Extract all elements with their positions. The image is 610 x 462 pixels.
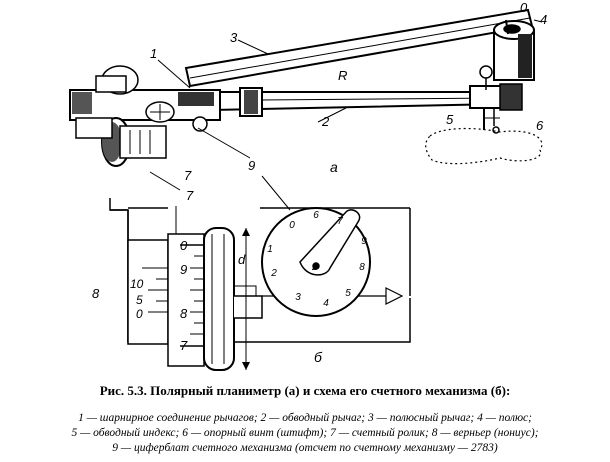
label-d: d — [238, 252, 246, 267]
label-4: 4 — [540, 12, 547, 27]
dial-number: 8 — [359, 262, 365, 273]
vernier-number: 5 — [136, 293, 143, 307]
dial-number: 9 — [361, 236, 367, 247]
vernier-numbers: 10 5 0 — [130, 277, 144, 321]
planimeter-figure: 1 3 0 4 R 2 5 6 9 a 7 — [69, 0, 547, 371]
label-z: z — [311, 261, 318, 273]
planimeter-drawing — [69, 8, 543, 211]
mechanism-schema — [109, 198, 411, 371]
dial-number: 7 — [337, 216, 343, 227]
figure-caption-title: Рис. 5.3. Полярный планиметр (а) и схема… — [99, 383, 511, 398]
label-0: 0 — [520, 0, 528, 15]
vernier-number: 0 — [136, 307, 143, 321]
wheel-number: 7 — [180, 338, 188, 353]
vernier-number: 10 — [130, 277, 144, 291]
label-2: 2 — [321, 114, 330, 129]
wheel-number: 9 — [180, 262, 187, 277]
dial-number: 4 — [323, 298, 329, 309]
label-b: б — [314, 349, 323, 365]
dial-number: 2 — [270, 268, 277, 279]
dial-number: 5 — [345, 288, 351, 299]
figure-legend-line-2: 5 — обводный индекс; 6 — опорный винт (ш… — [71, 427, 539, 439]
label-a: a — [330, 159, 338, 175]
dial-number: 0 — [289, 220, 295, 231]
dial-numbers: 6 5 4 3 2 1 0 9 8 7 — [267, 210, 367, 309]
traced-contour — [425, 127, 543, 165]
wheel-body — [203, 227, 235, 371]
wheel-number: 0 — [180, 238, 188, 253]
dial-pointer-slot — [299, 209, 361, 276]
dial-number: 1 — [267, 244, 273, 255]
label-R: R — [338, 68, 347, 83]
figure-legend-line-1: 1 — шарнирное соединение рычагов; 2 — об… — [78, 412, 532, 424]
vernier — [127, 239, 169, 345]
label-6: 6 — [536, 118, 544, 133]
label-7-top: 7 — [184, 168, 192, 183]
dial-number: 3 — [295, 292, 301, 303]
wheel-number: 8 — [180, 306, 188, 321]
label-5: 5 — [446, 112, 454, 127]
label-8: 8 — [92, 286, 100, 301]
label-9-top: 9 — [248, 158, 255, 173]
tracer-head — [469, 65, 523, 134]
label-7: 7 — [186, 188, 194, 203]
counting-carriage — [69, 65, 263, 167]
label-3: 3 — [230, 30, 238, 45]
figure-legend-line-3: 9 — циферблат счетного механизма (отсчет… — [112, 442, 498, 454]
wheel-scale-numbers: 0 9 8 7 — [180, 238, 188, 353]
label-1: 1 — [150, 46, 157, 61]
dial-number: 6 — [313, 210, 319, 221]
pole-weight — [493, 19, 535, 81]
